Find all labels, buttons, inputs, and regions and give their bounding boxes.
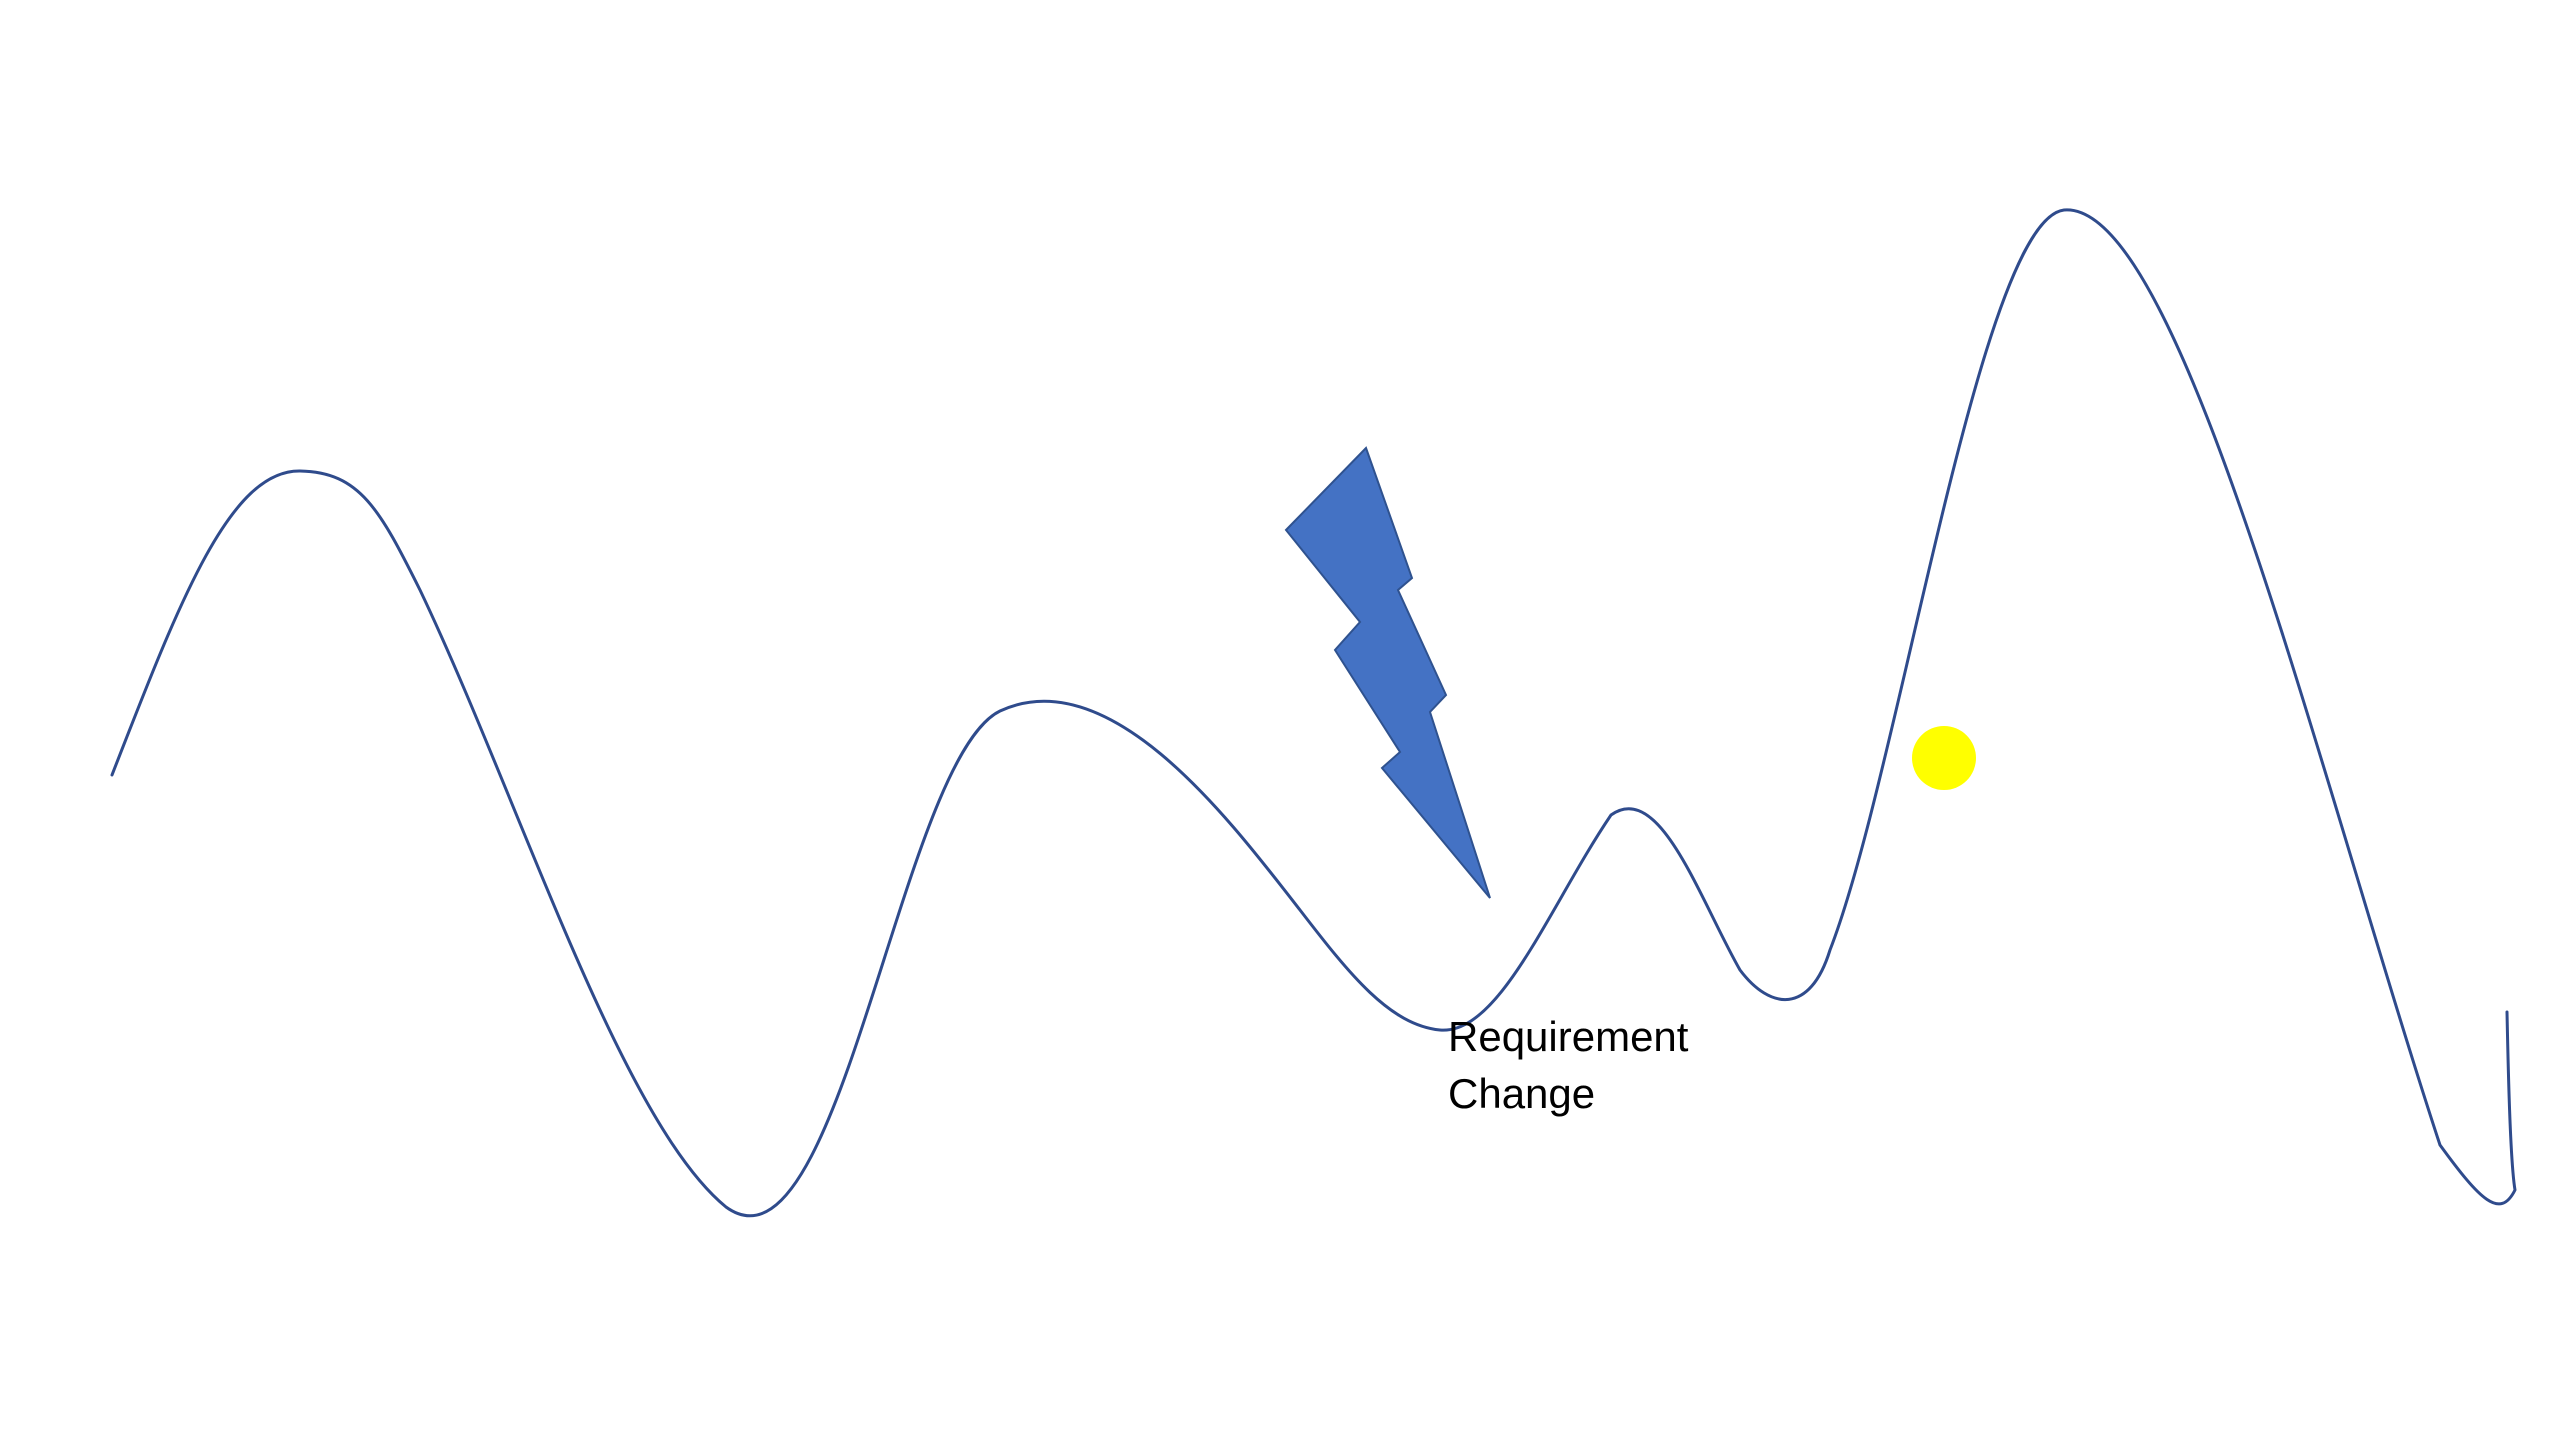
annotation-line-2: Change [1448,1070,1595,1117]
annotation-line-1: Requirement [1448,1013,1689,1060]
ball-icon [1912,726,1976,790]
lightning-bolt-icon [1284,446,1491,899]
landscape-curve [110,208,2517,1218]
